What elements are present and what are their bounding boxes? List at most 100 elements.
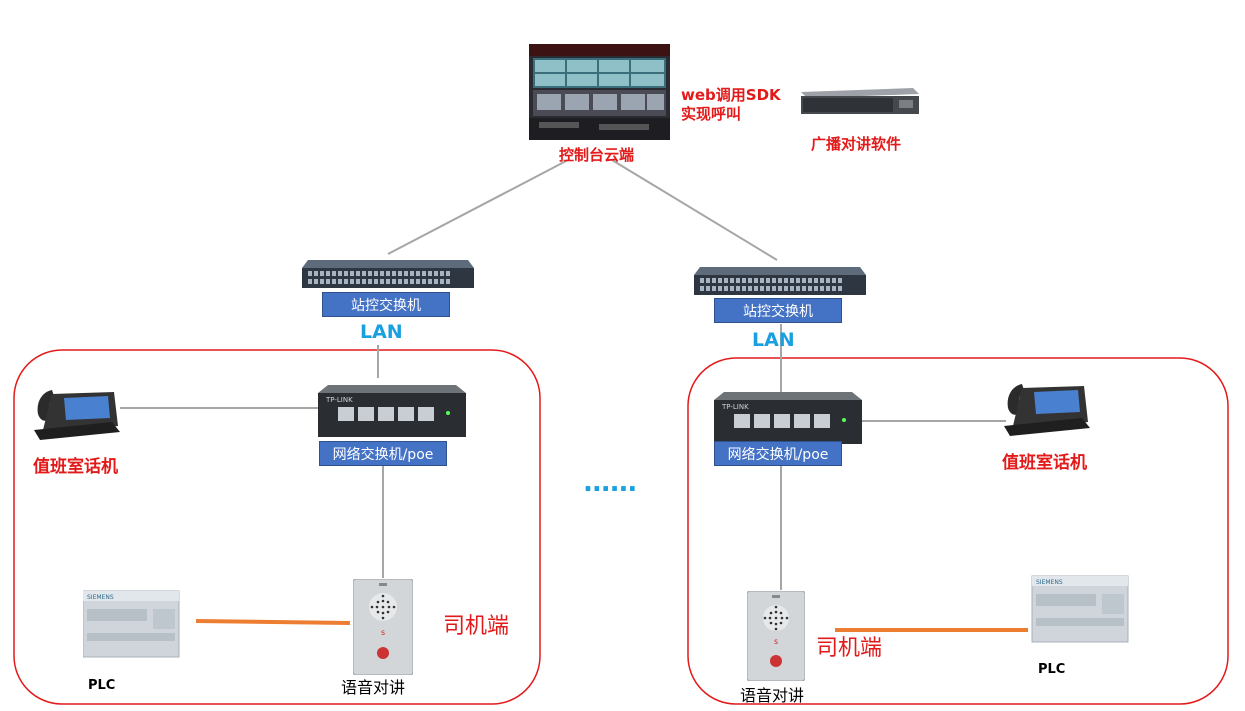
right-plc-icon: SIEMENS — [1031, 575, 1129, 643]
right-poe-switch-label: 网络交换机/poe — [714, 441, 842, 466]
right-poe-switch-icon: TP-LINK — [714, 392, 862, 444]
switch-port — [736, 286, 740, 291]
switch-port — [428, 271, 432, 276]
right-station-switch-icon — [694, 267, 866, 295]
switch-port — [814, 278, 818, 283]
cloud-console-label: 控制台云端 — [559, 146, 635, 164]
left-station-switch-icon — [302, 260, 474, 288]
switch-port — [742, 278, 746, 283]
switch-port — [784, 286, 788, 291]
svg-text:TP-LINK: TP-LINK — [325, 396, 353, 404]
switch-port — [724, 286, 728, 291]
switch-port — [796, 278, 800, 283]
left-poe-switch-label: 网络交换机/poe — [319, 441, 447, 466]
switch-port — [802, 286, 806, 291]
switch-port — [706, 278, 710, 283]
switch-port — [422, 271, 426, 276]
switch-port — [820, 278, 824, 283]
switch-port — [380, 279, 384, 284]
left-lan-label: LAN — [360, 321, 403, 343]
switch-port — [754, 278, 758, 283]
switch-port — [808, 278, 812, 283]
link-cloud-left-switch — [387, 159, 569, 255]
switch-port — [434, 279, 438, 284]
svg-text:S: S — [381, 630, 385, 637]
switch-port — [826, 286, 830, 291]
switch-port — [404, 279, 408, 284]
switch-port — [814, 286, 818, 291]
switch-port — [446, 279, 450, 284]
right-group-border — [687, 357, 1229, 705]
switch-port — [736, 278, 740, 283]
switch-port — [374, 271, 378, 276]
switch-port — [838, 278, 842, 283]
switch-port — [440, 279, 444, 284]
right-station-switch-label: 站控交换机 — [714, 298, 842, 323]
switch-port — [730, 278, 734, 283]
switch-port — [368, 279, 372, 284]
switch-port — [802, 278, 806, 283]
switch-port — [700, 278, 704, 283]
switch-port — [344, 279, 348, 284]
left-intercom-icon: S — [353, 579, 413, 675]
switch-port — [742, 286, 746, 291]
right-driver-side-label: 司机端 — [816, 636, 883, 661]
switch-port — [772, 278, 776, 283]
switch-port — [350, 279, 354, 284]
switch-port — [362, 279, 366, 284]
switch-port — [754, 286, 758, 291]
switch-port — [748, 286, 752, 291]
switch-port — [356, 279, 360, 284]
switch-port — [386, 279, 390, 284]
switch-port — [832, 286, 836, 291]
switch-port — [410, 271, 414, 276]
switch-port — [718, 286, 722, 291]
sdk-call-line1: web调用SDK — [681, 86, 781, 104]
left-driver-side-label: 司机端 — [443, 614, 510, 639]
svg-text:TP-LINK: TP-LINK — [721, 403, 749, 411]
switch-port — [332, 279, 336, 284]
left-plc-icon: SIEMENS — [83, 590, 180, 658]
switch-port — [730, 286, 734, 291]
left-voice-intercom-label: 语音对讲 — [341, 678, 406, 697]
switch-port — [706, 286, 710, 291]
switch-port — [350, 271, 354, 276]
right-intercom-icon: S — [747, 591, 805, 681]
switch-port — [392, 279, 396, 284]
broadcast-software-label: 广播对讲软件 — [811, 135, 902, 153]
switch-port — [398, 271, 402, 276]
switch-port — [308, 279, 312, 284]
sdk-call-line2: 实现呼叫 — [681, 105, 742, 123]
right-plc-label: PLC — [1038, 662, 1066, 677]
switch-port — [712, 286, 716, 291]
switch-port — [778, 286, 782, 291]
left-group-border — [13, 349, 541, 705]
server-icon — [801, 88, 919, 114]
switch-port — [790, 286, 794, 291]
link-cloud-right-switch — [611, 159, 778, 261]
left-station-switch-label: 站控交换机 — [322, 292, 450, 317]
switch-port — [380, 271, 384, 276]
link-left-plc-serial — [195, 619, 351, 625]
switch-port — [712, 278, 716, 283]
left-plc-label: PLC — [88, 678, 116, 693]
switch-port — [766, 286, 770, 291]
switch-port — [766, 278, 770, 283]
switch-port — [826, 278, 830, 283]
switch-port — [748, 278, 752, 283]
switch-port — [760, 286, 764, 291]
right-lan-label: LAN — [752, 329, 795, 351]
switch-port — [404, 271, 408, 276]
left-desk-phone-icon — [34, 390, 120, 440]
switch-port — [440, 271, 444, 276]
switch-port — [320, 271, 324, 276]
switch-port — [422, 279, 426, 284]
switch-port — [434, 271, 438, 276]
sdk-call-note: web调用SDK 实现呼叫 — [681, 86, 781, 124]
switch-port — [724, 278, 728, 283]
switch-port — [320, 279, 324, 284]
switch-port — [778, 278, 782, 283]
more-groups-ellipsis: ...... — [583, 468, 637, 498]
switch-port — [416, 279, 420, 284]
